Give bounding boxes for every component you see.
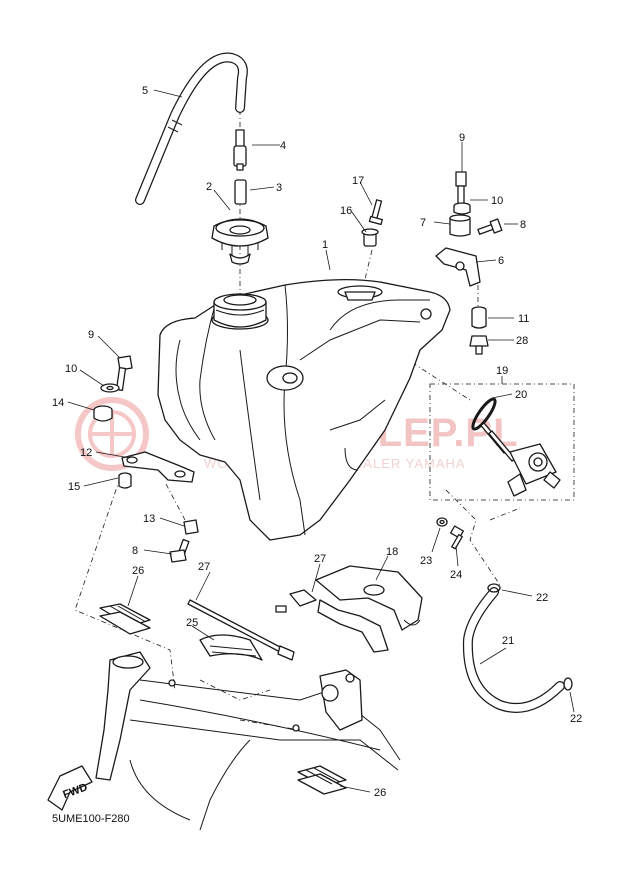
cover-18	[315, 565, 423, 653]
bolt-17	[368, 199, 383, 226]
damper-7	[449, 214, 471, 237]
callout-3: 3	[276, 182, 282, 194]
callout-26: 26	[132, 565, 144, 577]
collar-16	[361, 228, 379, 247]
band-27	[187, 599, 295, 661]
fuel-tank	[157, 278, 451, 541]
callout-11: 11	[518, 313, 529, 325]
fuel-cap	[211, 218, 269, 265]
callout-15: 15	[68, 481, 80, 493]
callout-21: 21	[502, 635, 514, 647]
callout-19: 19	[496, 365, 508, 377]
callout-16: 16	[340, 205, 352, 217]
bracket-12	[121, 451, 195, 483]
o-ring-20	[471, 397, 497, 431]
leader-lines	[67, 89, 575, 793]
callout-9: 9	[459, 132, 465, 144]
fuel-hose-21	[462, 587, 565, 713]
callout-22: 22	[536, 592, 548, 604]
grommet-14	[93, 405, 113, 422]
bolt-8-lower	[169, 538, 190, 563]
fuel-cock-assembly-box	[429, 383, 575, 501]
callout-18: 18	[386, 546, 398, 558]
collar-10-upper	[453, 202, 471, 215]
callout-9-lower: 9	[88, 329, 94, 341]
callout-25: 25	[186, 617, 198, 629]
tank-filler-neck	[211, 293, 269, 330]
clip-22-lower	[563, 677, 573, 691]
band-27-upper	[275, 589, 317, 613]
callout-7: 7	[420, 217, 426, 229]
callout-10-lower: 10	[65, 363, 77, 375]
diagram-code: 5UME100-F280	[52, 813, 130, 825]
collar-15	[118, 472, 132, 489]
callout-14: 14	[52, 397, 64, 409]
callouts: 5 4 3 2 1 17 16 9 10 7 8 6 11 28 19 20 9…	[52, 85, 582, 799]
washer-23	[436, 517, 448, 527]
callout-24: 24	[450, 569, 462, 581]
callout-23: 23	[420, 555, 432, 567]
collar-10-lower	[100, 383, 120, 393]
callout-4: 4	[280, 140, 286, 152]
screw-24	[450, 525, 464, 550]
fwd-arrow-icon: FWD	[47, 765, 93, 811]
callout-8-lower: 8	[132, 545, 138, 557]
callout-5: 5	[142, 85, 148, 97]
bolt-13	[183, 519, 199, 535]
callout-13: 13	[143, 513, 155, 525]
callout-10: 10	[491, 195, 503, 207]
callout-17: 17	[352, 175, 364, 187]
bolt-9-lower	[115, 355, 133, 391]
spacer	[234, 179, 247, 205]
breather-pipe	[233, 129, 247, 171]
clip-22-upper	[487, 583, 501, 593]
collar-11	[471, 306, 487, 329]
callout-26-lower: 26	[374, 787, 386, 799]
bracket-6	[435, 247, 481, 287]
bolt-9-upper	[455, 171, 467, 207]
breather-hose	[135, 52, 248, 205]
bolt-8-upper	[477, 218, 503, 235]
callout-27-upper: 27	[314, 553, 326, 565]
callout-20: 20	[515, 389, 527, 401]
callout-6: 6	[498, 255, 504, 267]
damper-26-lower	[297, 765, 347, 795]
callout-12: 12	[80, 447, 92, 459]
plate-25	[199, 634, 263, 661]
bolt-28	[469, 335, 489, 355]
callout-1: 1	[322, 239, 328, 251]
callout-8: 8	[520, 219, 526, 231]
damper-26-upper	[99, 603, 151, 635]
fuel-cock	[480, 422, 561, 497]
callout-2: 2	[206, 181, 212, 193]
callout-27: 27	[198, 561, 210, 573]
callout-22-lower: 22	[570, 713, 582, 725]
callout-28: 28	[516, 335, 528, 347]
frame	[95, 651, 401, 831]
